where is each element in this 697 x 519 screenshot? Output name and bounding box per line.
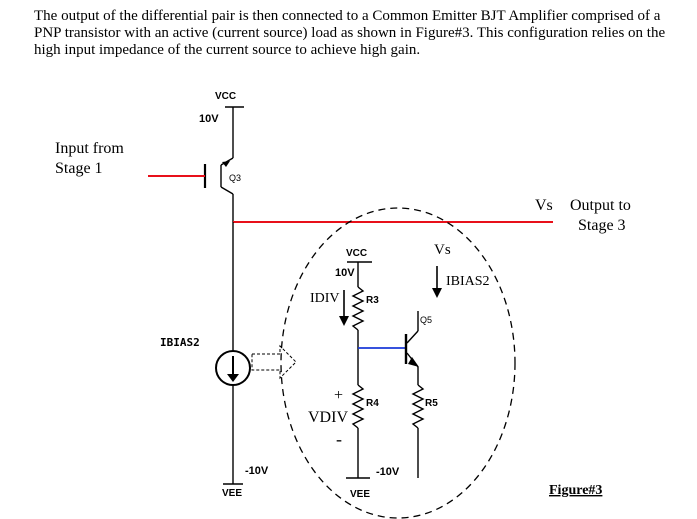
vcc-inner-label: VCC [346,248,367,259]
r4-label: R4 [366,398,379,409]
input-label-line2: Stage 1 [55,160,103,177]
inner-circuit [346,261,372,479]
idiv-arrow [339,290,349,326]
vdiv-label: VDIV [308,409,348,426]
q5-transistor [406,311,425,478]
description-paragraph: The output of the differential pair is t… [34,8,666,58]
ibias2-left-label: IBIAS2 [160,336,200,349]
q5-emitter-arrow [408,357,419,367]
vee-inner-label: VEE [350,489,370,500]
figure-caption: Figure#3 [549,483,602,498]
vcc-left-label: VCC [215,91,236,102]
r5-label: R5 [425,398,438,409]
hollow-pointer-arrow [251,344,297,380]
q5-label: Q5 [420,315,432,325]
v10-left-label: 10V [199,113,219,125]
output-label-line1: Output to [570,197,631,214]
vs-inner-label: Vs [434,242,451,258]
r3-label: R3 [366,295,379,306]
vee-left-label: VEE [222,488,242,499]
vdiv-plus-label: + [334,387,343,404]
neg10-inner-label: -10V [376,466,400,478]
left-lower-branch [223,222,243,485]
v10-inner-label: 10V [335,267,355,279]
q3-emitter-arrow [222,161,230,167]
input-label-line1: Input from [55,140,124,157]
neg10-left-label: -10V [245,465,269,477]
q3-label: Q3 [229,173,241,183]
output-label-line2: Stage 3 [578,217,626,234]
vdiv-minus-label: - [336,429,342,449]
ibias2-inner-label: IBIAS2 [446,274,490,289]
idiv-label: IDIV [310,291,340,306]
ibias2-arrow [432,266,442,298]
current-source-arrow [227,374,239,382]
vs-output-label: Vs [535,197,553,214]
dashed-ellipse [280,207,516,519]
left-branch [220,106,244,222]
